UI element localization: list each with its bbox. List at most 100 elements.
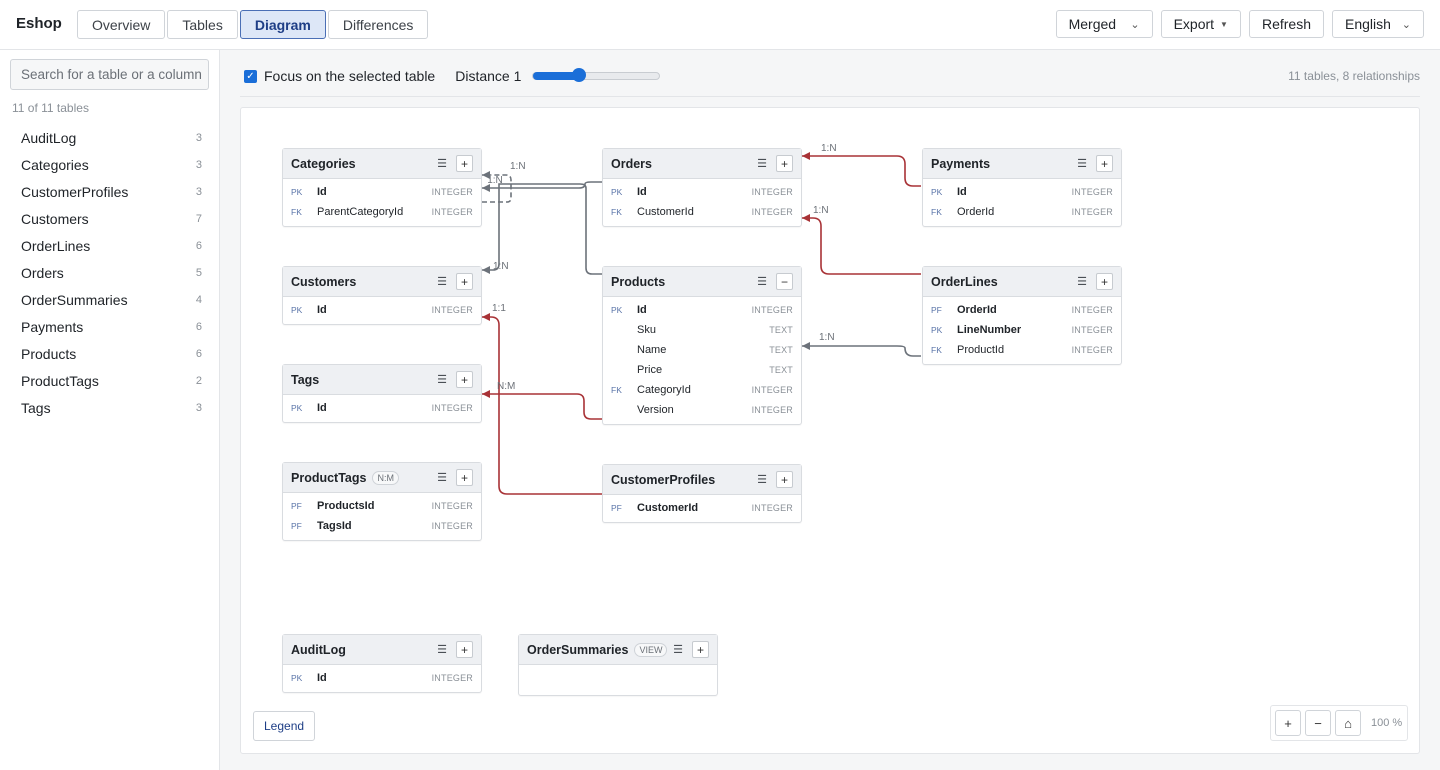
expand-toggle-button[interactable]: + (776, 155, 793, 172)
expand-toggle-button[interactable]: + (456, 155, 473, 172)
tab-tables[interactable]: Tables (167, 10, 238, 39)
relationship-line[interactable] (482, 174, 512, 203)
expand-toggle-button[interactable]: − (776, 273, 793, 290)
zoom-out-button[interactable]: − (1305, 710, 1331, 736)
slider-handle[interactable] (571, 68, 586, 82)
mode-select[interactable]: Merged ⌄ (1055, 10, 1153, 38)
relationship-label: 1:N (487, 175, 503, 186)
mode-select-value: Merged (1068, 16, 1117, 32)
expand-toggle-button[interactable]: + (776, 471, 793, 488)
column-name: CustomerId (637, 206, 694, 218)
relationship-label: N:M (497, 381, 515, 392)
legend-button[interactable]: Legend (253, 711, 316, 741)
sidebar-item-label: CustomerProfiles (21, 183, 129, 200)
columns-menu-icon[interactable]: ☰ (1077, 276, 1087, 288)
column-key: PK (291, 305, 303, 315)
column-type: INTEGER (431, 521, 473, 531)
expand-toggle-button[interactable]: + (692, 641, 709, 658)
column-type: TEXT (769, 345, 793, 355)
relationship-line[interactable] (482, 181, 602, 189)
relationship-line[interactable] (802, 155, 921, 187)
columns-menu-icon[interactable]: ☰ (757, 474, 767, 486)
language-select[interactable]: English ⌄ (1332, 10, 1424, 38)
columns-menu-icon[interactable]: ☰ (437, 158, 447, 170)
relationship-line[interactable] (482, 316, 602, 495)
columns-menu-icon[interactable]: ☰ (437, 472, 447, 484)
column-type: INTEGER (1071, 207, 1113, 217)
columns-menu-icon[interactable]: ☰ (1077, 158, 1087, 170)
slider-fill (533, 72, 579, 80)
expand-toggle-button[interactable]: + (456, 273, 473, 290)
entity-columns (519, 665, 717, 695)
expand-toggle-button[interactable]: + (456, 469, 473, 486)
sidebar-item-label: Products (21, 345, 77, 362)
relationship-line[interactable] (482, 182, 602, 275)
entity-name: OrderLines (931, 274, 998, 289)
relationship-label: 1:1 (492, 303, 506, 314)
expand-toggle-button[interactable]: + (456, 371, 473, 388)
column-type: INTEGER (1071, 187, 1113, 197)
tab-differences[interactable]: Differences (327, 10, 429, 39)
column-name: TagsId (317, 520, 352, 532)
columns-menu-icon[interactable]: ☰ (437, 276, 447, 288)
expand-toggle-button[interactable]: + (456, 641, 473, 658)
relationship-line[interactable] (802, 217, 921, 275)
export-button[interactable]: Export ▼ (1160, 10, 1241, 38)
sidebar-item-label: Tags (21, 399, 51, 416)
expand-toggle-button[interactable]: + (1096, 155, 1113, 172)
expand-toggle-button[interactable]: + (1096, 273, 1113, 290)
columns-menu-icon[interactable]: ☰ (757, 158, 767, 170)
entity-header: CustomerProfiles☰+ (603, 465, 801, 495)
search-input[interactable]: Search for a table or a column (10, 59, 209, 90)
entity-header: OrderLines ☰ + (923, 267, 1121, 297)
tab-diagram[interactable]: Diagram (239, 10, 326, 39)
relationship-line[interactable] (482, 393, 602, 420)
relationship-line[interactable] (802, 345, 921, 357)
fit-view-button[interactable]: ⌂ (1335, 710, 1361, 736)
columns-menu-icon[interactable]: ☰ (757, 276, 767, 288)
sidebar-item-label: Payments (21, 318, 84, 335)
column-type: INTEGER (431, 501, 473, 511)
column-type: INTEGER (431, 207, 473, 217)
relationship-arrowhead (482, 390, 490, 398)
focus-checkbox[interactable]: ✓ (244, 69, 257, 83)
entity-header: Tags☰+ (283, 365, 481, 395)
relationship-lines: 1:N1:N1:N1:N1:N1:N1:1N:M (482, 143, 921, 495)
column-name: LineNumber (957, 324, 1022, 336)
columns-menu-icon[interactable]: ☰ (437, 644, 447, 656)
tab-overview[interactable]: Overview (77, 10, 166, 39)
columns-menu-icon[interactable]: ☰ (437, 374, 447, 386)
zoom-in-button[interactable]: + (1275, 710, 1301, 736)
refresh-button[interactable]: Refresh (1248, 10, 1324, 38)
distance-slider[interactable] (532, 68, 661, 82)
columns-menu-icon[interactable]: ☰ (673, 644, 683, 656)
entity-name: Customers (291, 274, 357, 289)
sidebar-item-label: Orders (21, 264, 64, 281)
